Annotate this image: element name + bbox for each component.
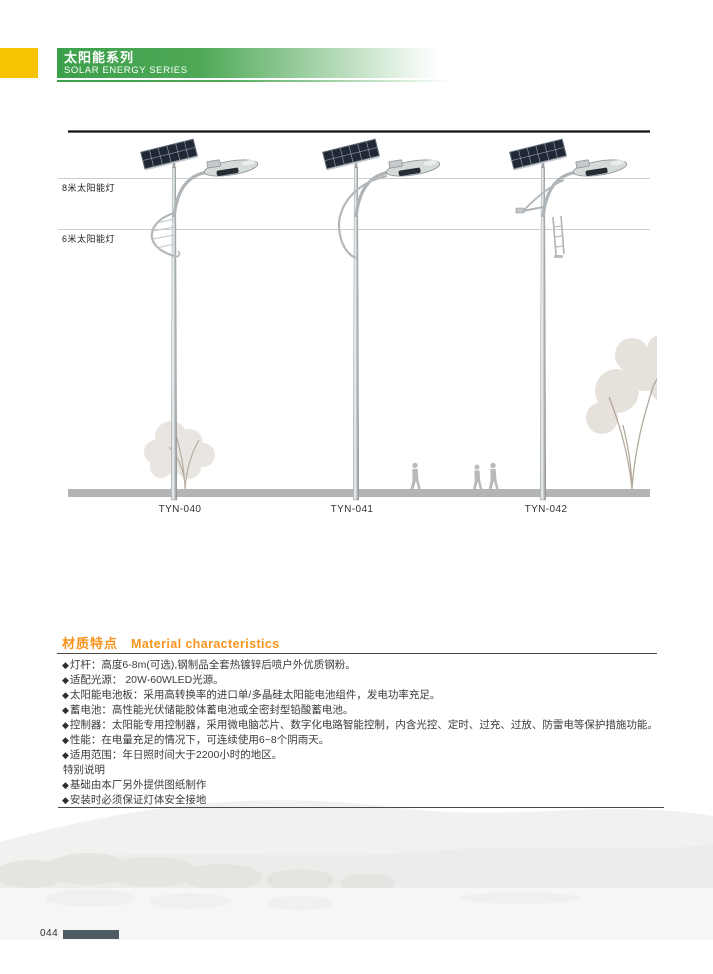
material-item: ◆蓄电池：高性能光伏储能胶体蓄电池或全密封型铅酸蓄电池。 — [62, 703, 672, 718]
treeline-silhouette — [0, 853, 396, 892]
material-item: ◆灯杆：高度6-8m(可选),钢制品全套热镀锌后喷户外优质钢粉。 — [62, 658, 672, 673]
material-item-text: 性能：在电量充足的情况下，可连续使用6~8个阴雨天。 — [69, 734, 330, 746]
height-label-6m: 6米太阳能灯 — [62, 234, 116, 244]
height-label-8m: 8米太阳能灯 — [62, 183, 116, 193]
diamond-bullet-icon: ◆ — [62, 660, 69, 670]
material-item-text: 安装时必须保证灯体安全接地 — [69, 794, 207, 806]
diamond-bullet-icon: ◆ — [62, 795, 69, 805]
model-label-tyn-041: TYN-041 — [330, 504, 374, 515]
model-label-tyn-042: TYN-042 — [524, 504, 568, 515]
series-header-bar: 太阳能系列 SOLAR ENERGY SERIES — [57, 48, 713, 78]
street-lamp-tyn-042 — [508, 137, 630, 502]
page-number: 044 — [40, 928, 59, 939]
materials-divider-bottom — [58, 807, 664, 808]
diamond-bullet-icon: ◆ — [62, 720, 69, 730]
material-item-special-note: 特别说明 — [62, 763, 672, 778]
diamond-bullet-icon: ◆ — [62, 780, 69, 790]
street-lamp-tyn-040 — [139, 137, 261, 502]
material-item: ◆适配光源： 20W-60WLED光源。 — [62, 673, 672, 688]
material-item-text: 控制器：太阳能专用控制器，采用微电脑芯片、数字化电路智能控制，内含光控、定时、过… — [69, 719, 658, 731]
landscape-watermark — [0, 800, 713, 940]
diamond-bullet-icon: ◆ — [62, 690, 69, 700]
diamond-bullet-icon: ◆ — [62, 735, 69, 745]
material-item: ◆性能：在电量充足的情况下，可连续使用6~8个阴雨天。 — [62, 733, 672, 748]
materials-list: ◆灯杆：高度6-8m(可选),钢制品全套热镀锌后喷户外优质钢粉。 ◆适配光源： … — [62, 658, 672, 808]
series-title-cn: 太阳能系列 — [64, 50, 135, 65]
ground-bar — [68, 489, 650, 497]
material-item-text: 适用范围：年日照时间大于2200小时的地区。 — [69, 749, 283, 761]
street-lamp-tyn-041 — [321, 137, 443, 502]
pedestrians — [410, 462, 499, 489]
header-underline — [57, 80, 477, 82]
material-item: ◆太阳能电池板：采用高转换率的进口单/多晶硅太阳能电池组件，发电功率充足。 — [62, 688, 672, 703]
material-item-text: 适配光源： 20W-60WLED光源。 — [69, 674, 224, 686]
material-item: ◆安装时必须保证灯体安全接地 — [62, 793, 672, 808]
page-number-bar — [63, 930, 119, 939]
material-item: ◆适用范围：年日照时间大于2200小时的地区。 — [62, 748, 672, 763]
materials-divider-top — [57, 653, 657, 654]
series-title-en: SOLAR ENERGY SERIES — [64, 65, 188, 76]
material-item: ◆基础由本厂另外提供图纸制作 — [62, 778, 672, 793]
tree-left — [144, 421, 215, 490]
material-item-text: 蓄电池：高性能光伏储能胶体蓄电池或全密封型铅酸蓄电池。 — [69, 704, 354, 716]
material-item-text: 太阳能电池板：采用高转换率的进口单/多晶硅太阳能电池组件，发电功率充足。 — [69, 689, 441, 701]
diamond-bullet-icon: ◆ — [62, 675, 69, 685]
material-item-text: 基础由本厂另外提供图纸制作 — [69, 779, 207, 791]
materials-title-en: Material characteristics — [131, 637, 280, 651]
diamond-bullet-icon: ◆ — [62, 750, 69, 760]
tree-right — [586, 335, 657, 490]
product-figure — [58, 130, 657, 502]
material-item-text: 灯杆：高度6-8m(可选),钢制品全套热镀锌后喷户外优质钢粉。 — [69, 659, 356, 671]
material-item-text: 特别说明 — [63, 764, 105, 776]
materials-title: 材质特点 Material characteristics — [62, 633, 280, 653]
water-reflection — [46, 889, 580, 910]
header-yellow-block — [0, 48, 38, 78]
diamond-bullet-icon: ◆ — [62, 705, 69, 715]
materials-title-cn: 材质特点 — [62, 636, 119, 651]
model-label-tyn-040: TYN-040 — [158, 504, 202, 515]
material-item: ◆控制器：太阳能专用控制器，采用微电脑芯片、数字化电路智能控制，内含光控、定时、… — [62, 718, 672, 733]
